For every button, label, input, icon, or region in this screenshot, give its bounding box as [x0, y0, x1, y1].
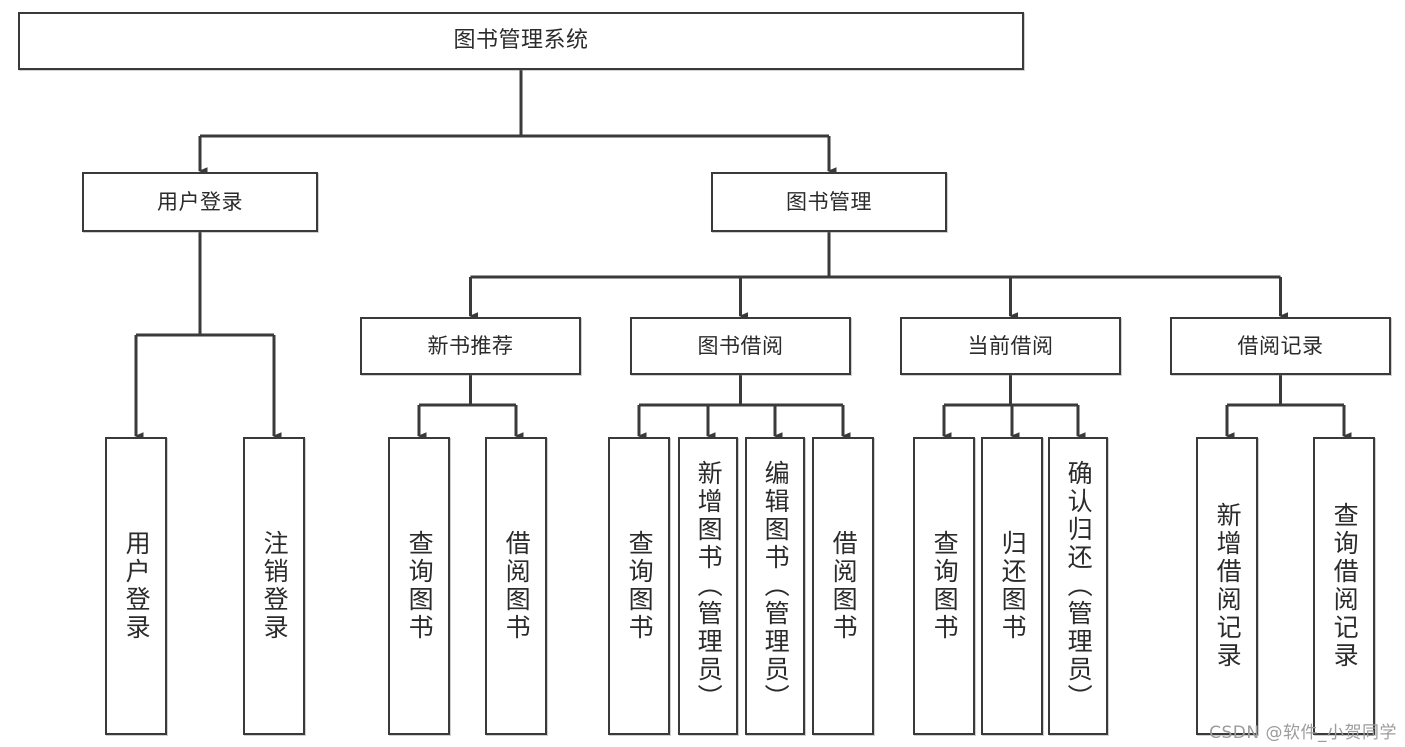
node-leaf-query-book-cur[interactable]: 查询图书 — [913, 437, 975, 735]
node-leaf-confirm-return[interactable]: 确认归还（管理员） — [1048, 437, 1108, 735]
node-leaf-query-book-rec[interactable]: 查询图书 — [388, 437, 450, 735]
node-book-borrow[interactable]: 图书借阅 — [630, 317, 851, 375]
node-label: 编辑图书（管理员） — [761, 460, 791, 712]
node-leaf-borrow-book[interactable]: 借阅图书 — [812, 437, 874, 735]
node-label: 查询图书 — [625, 530, 655, 642]
node-label: 查询图书 — [405, 530, 435, 642]
node-borrow-record[interactable]: 借阅记录 — [1170, 317, 1391, 375]
node-leaf-edit-book[interactable]: 编辑图书（管理员） — [745, 437, 805, 735]
node-label: 查询借阅记录 — [1330, 502, 1360, 670]
node-system-root[interactable]: 图书管理系统 — [18, 12, 1024, 70]
node-leaf-user-login[interactable]: 用户登录 — [105, 437, 167, 735]
node-new-book-rec[interactable]: 新书推荐 — [360, 317, 581, 375]
node-leaf-user-logout[interactable]: 注销登录 — [243, 437, 305, 735]
node-leaf-query-record[interactable]: 查询借阅记录 — [1313, 437, 1375, 735]
node-book-manage[interactable]: 图书管理 — [711, 172, 947, 232]
node-label: 图书管理系统 — [453, 27, 589, 53]
node-label: 图书管理 — [786, 189, 872, 214]
node-leaf-borrow-book-rec[interactable]: 借阅图书 — [485, 437, 547, 735]
node-label: 图书借阅 — [697, 333, 784, 358]
node-label: 查询图书 — [930, 530, 960, 642]
node-label: 新书推荐 — [427, 333, 514, 358]
node-leaf-return-book[interactable]: 归还图书 — [981, 437, 1043, 735]
node-label: 借阅图书 — [829, 530, 859, 642]
node-user-login[interactable]: 用户登录 — [82, 172, 318, 232]
node-label: 确认归还（管理员） — [1064, 460, 1094, 712]
node-label: 用户登录 — [157, 189, 243, 214]
node-current-borrow[interactable]: 当前借阅 — [900, 317, 1121, 375]
node-leaf-add-record[interactable]: 新增借阅记录 — [1196, 437, 1258, 735]
node-label: 归还图书 — [998, 530, 1028, 642]
node-label: 借阅图书 — [502, 530, 532, 642]
node-label: 新增借阅记录 — [1213, 502, 1243, 670]
node-leaf-add-book[interactable]: 新增图书（管理员） — [678, 437, 738, 735]
node-label: 当前借阅 — [967, 333, 1054, 358]
node-leaf-query-book-borrow[interactable]: 查询图书 — [608, 437, 670, 735]
node-label: 用户登录 — [122, 530, 152, 642]
node-label: 新增图书（管理员） — [694, 460, 724, 712]
node-label: 注销登录 — [260, 530, 290, 642]
node-label: 借阅记录 — [1237, 333, 1324, 358]
watermark-text: CSDN @软件_小贺同学 — [1209, 723, 1397, 743]
